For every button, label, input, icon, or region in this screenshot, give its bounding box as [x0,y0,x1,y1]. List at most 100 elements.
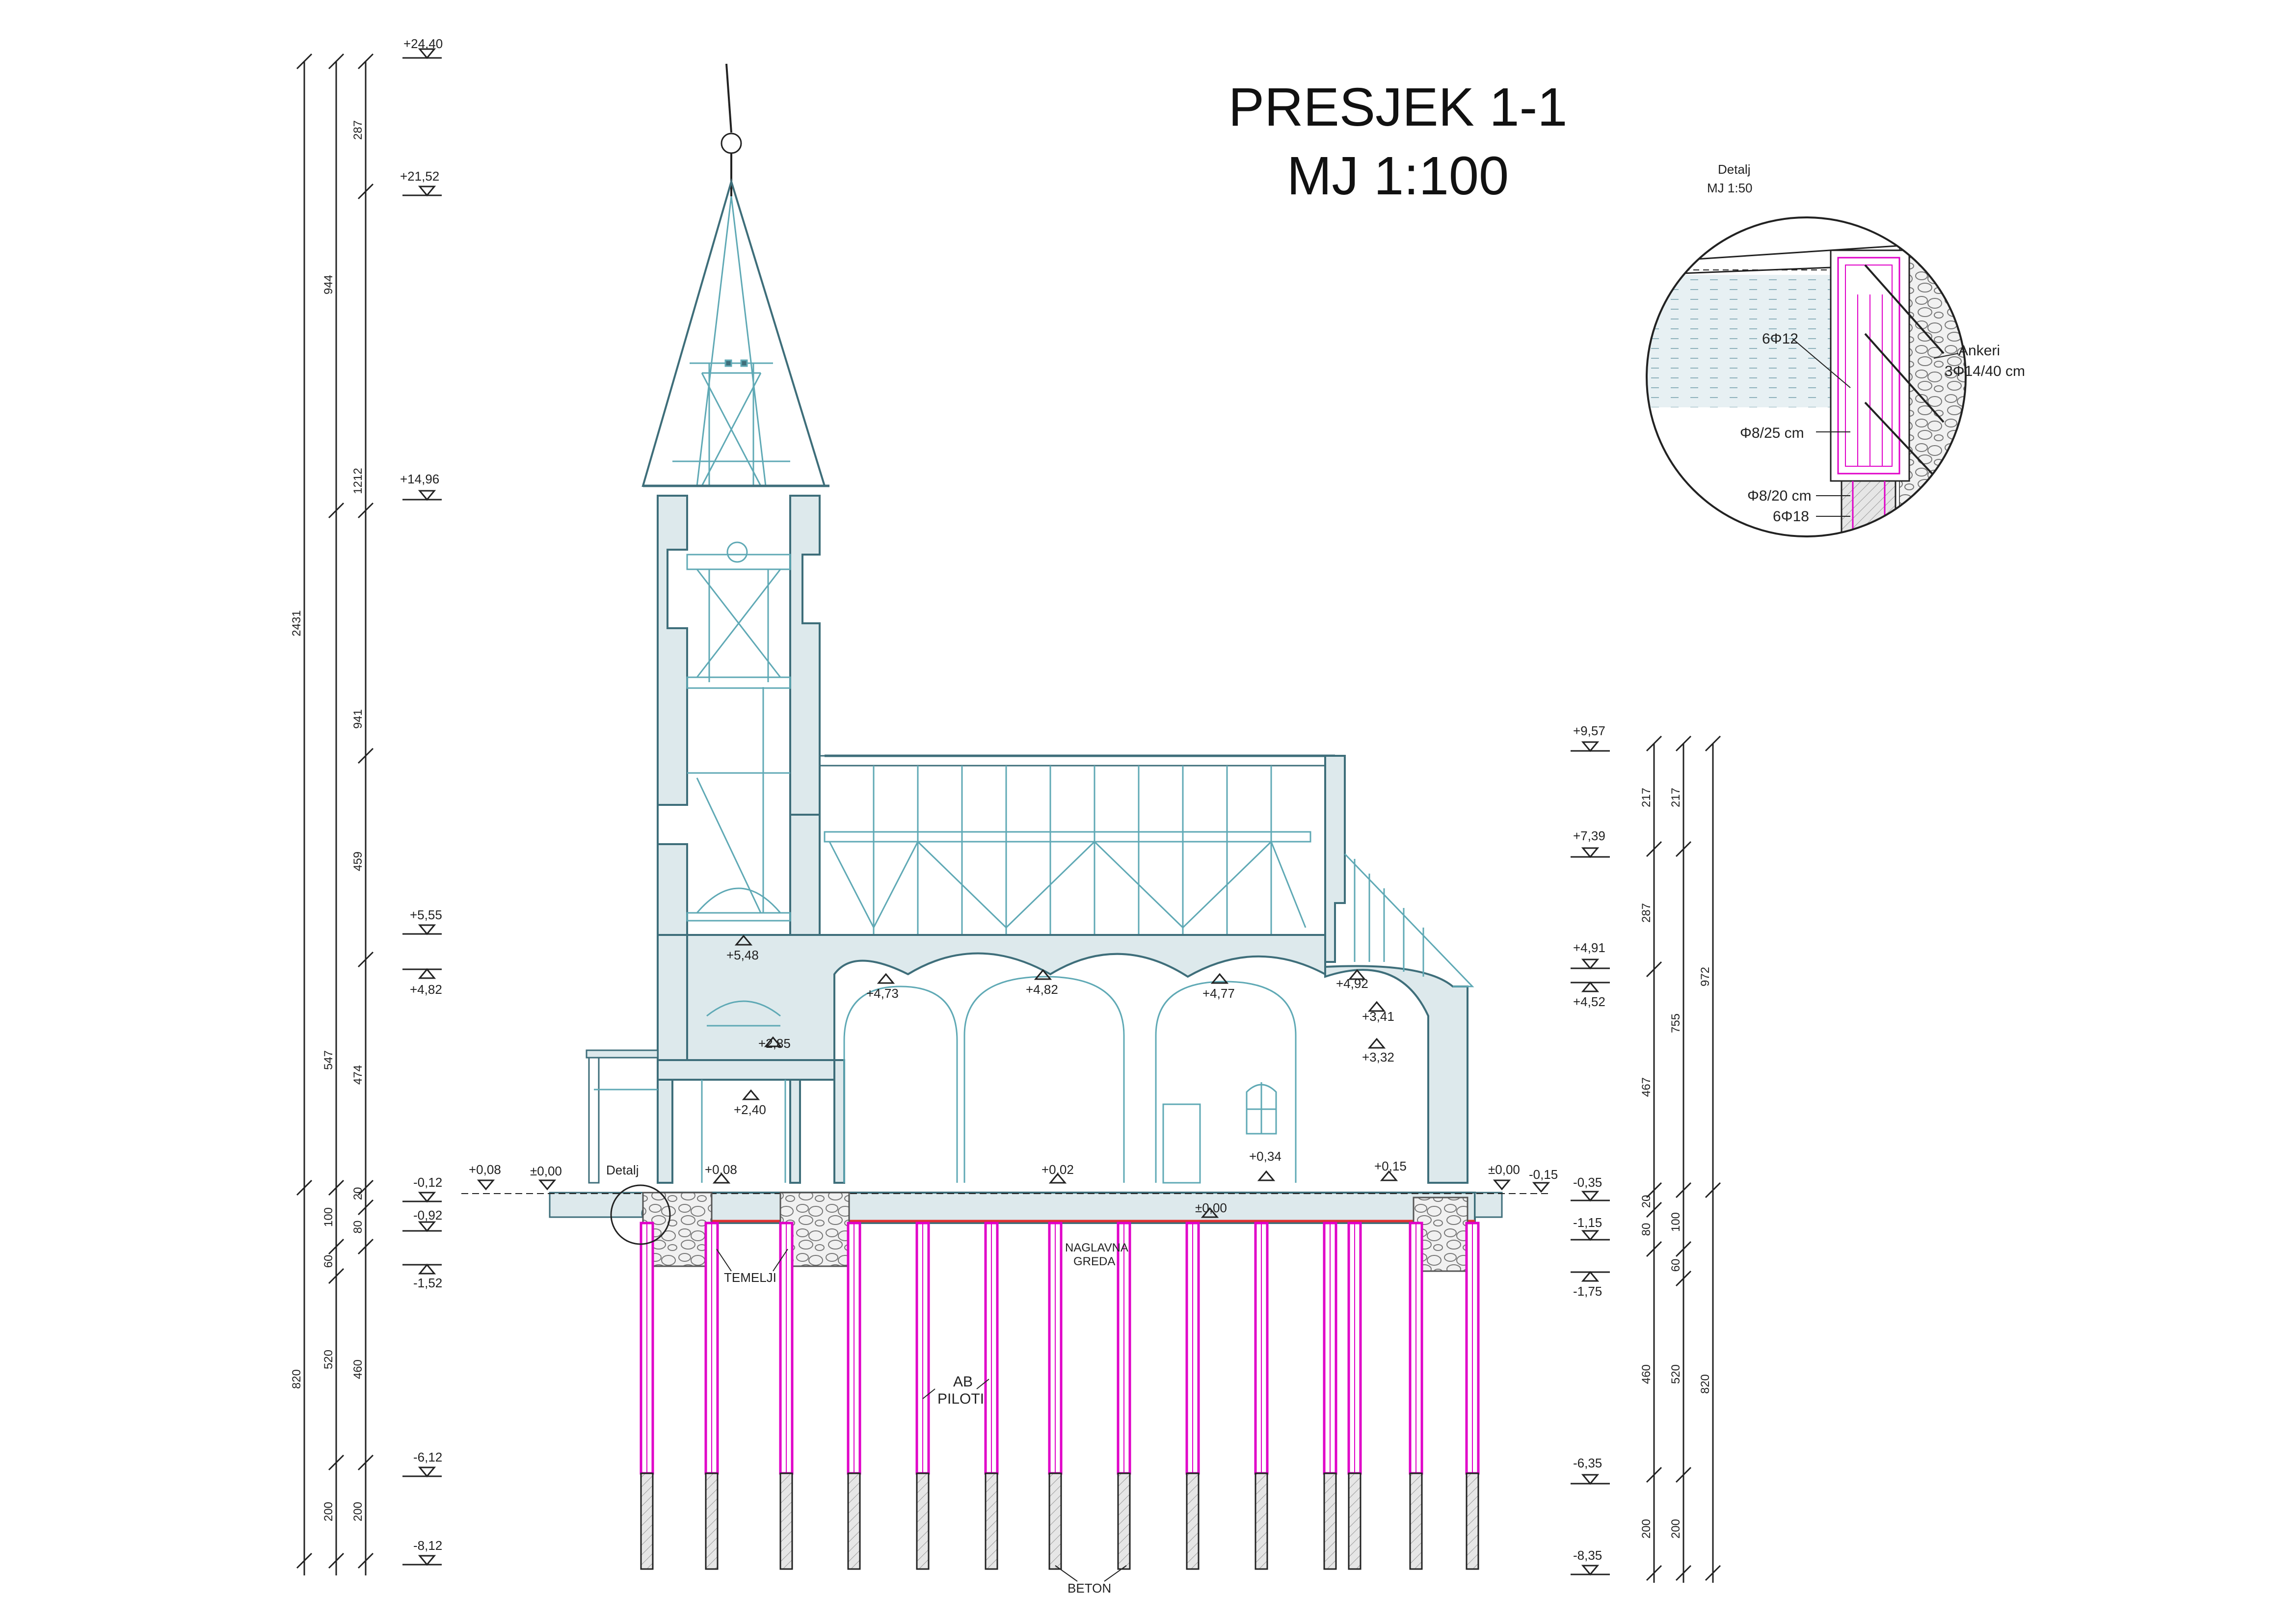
dim-right-mid-4: 60 [1669,1259,1682,1272]
dim-left-mid-4: 60 [322,1255,335,1268]
pile [984,1222,999,1570]
level-section-11: ±0,00 [530,1164,562,1178]
detail-scale: MJ 1:50 [1707,181,1753,195]
concrete-label: BETON [1068,1581,1111,1596]
detail-label-stirrups-20: Φ8/20 cm [1747,488,1812,504]
level-left-3: +14,96 [400,472,439,486]
church-section [461,63,1551,1570]
detail-marker-label: Detalj [606,1163,639,1177]
dim-right-mid-5: 520 [1669,1364,1682,1384]
nave-walls [657,755,1468,1184]
nave-roof-truss [819,754,1341,936]
nave-interior [701,976,1297,1184]
detail-title: Detalj [1718,162,1750,177]
level-right-1: +9,57 [1573,723,1605,738]
level-section-5: +4,92 [1336,976,1368,991]
dim-left-in-2: 1212 [351,468,365,494]
level-section-18: ±0,00 [1195,1200,1227,1215]
piles [640,1222,1480,1570]
dim-left-in-5: 474 [351,1065,365,1085]
section-level-values: +5,48 +4,73 +4,82 +4,77 +4,92 +3,41 +3,3… [469,948,1558,1215]
pile [1409,1222,1423,1570]
ground-slab [461,1192,1551,1224]
level-section-9: +2,40 [734,1102,766,1117]
piles-label-2: PILOTI [937,1391,984,1407]
spire [641,63,829,487]
level-left-5: +4,82 [410,982,442,997]
ground-beam-label-2: GREDA [1073,1255,1115,1268]
pile [640,1222,654,1570]
dim-left-in-1: 287 [351,120,365,140]
left-dimension-chains [296,53,374,1575]
pile [1185,1222,1200,1570]
detail-label-rebar-6f18: 6Φ18 [1773,508,1809,525]
level-section-12: +0,08 [469,1162,501,1177]
dim-left-in-4: 459 [351,852,365,871]
dim-right-in-1: 217 [1640,788,1653,807]
level-right-8: -6,35 [1573,1456,1602,1470]
dim-left-mid-2: 547 [322,1050,335,1070]
level-right-7: -1,75 [1573,1284,1602,1299]
right-level-values: +9,57 +7,39 +4,91 +4,52 -0,35 -1,15 -1,7… [1573,723,1605,1563]
level-left-6: -0,12 [413,1175,442,1190]
section-level-markers [477,934,1550,1218]
drawing-title: PRESJEK 1-1 [1228,77,1568,137]
detail-label-stirrups-25: Φ8/25 cm [1740,425,1804,441]
level-section-10: +0,08 [705,1162,737,1177]
pile [779,1222,794,1570]
dim-right-in-2: 287 [1640,903,1653,923]
dim-left-in-3: 941 [351,709,365,729]
left-level-markers [402,48,442,1566]
right-level-markers [1571,741,1610,1576]
dim-right-in-7: 200 [1640,1519,1653,1539]
level-section-17: -0,15 [1529,1167,1558,1182]
level-section-15: +0,15 [1374,1159,1407,1173]
dim-right-in-5: 80 [1640,1223,1653,1236]
ground-beam-label-1: NAGLAVNA [1065,1241,1128,1254]
pile [1323,1222,1337,1570]
level-section-4: +4,77 [1202,986,1235,1001]
left-dimension-values: 2431 820 944 547 100 60 520 200 287 1212… [290,120,365,1521]
level-right-3: +4,91 [1573,940,1605,955]
detail-label-anchor-size: 3Φ14/40 cm [1945,363,2025,379]
dim-right-mid-2: 755 [1669,1013,1682,1033]
pile [915,1222,930,1570]
pile [1465,1222,1480,1570]
detail-marker-circle [610,1184,671,1245]
level-section-7: +3,32 [1362,1050,1394,1065]
level-left-9: -6,12 [413,1450,442,1464]
pile [704,1222,719,1570]
level-right-5: -0,35 [1573,1175,1602,1190]
dim-right-mid-3: 100 [1669,1212,1682,1232]
dim-left-in-9: 200 [351,1502,365,1521]
level-right-4: +4,52 [1573,994,1605,1009]
pile [1347,1222,1362,1570]
level-left-1: +24,40 [403,36,443,51]
piles-label-1: AB [953,1374,973,1390]
level-right-9: -8,35 [1573,1548,1602,1563]
dim-right-in-3: 467 [1640,1077,1653,1097]
porch [586,1049,659,1184]
dim-left-mid-6: 200 [322,1502,335,1521]
level-section-8: +2,85 [758,1036,791,1051]
dim-left-in-6: 20 [351,1187,365,1200]
dim-left-outer-total: 2431 [290,610,303,636]
tower-timber [686,541,791,922]
dim-right-mid-6: 200 [1669,1519,1682,1539]
dim-right-outer-1: 972 [1699,967,1712,986]
level-left-2: +21,52 [400,169,439,184]
drawing-scale: MJ 1:100 [1287,146,1509,206]
level-left-7: -0,92 [413,1208,442,1223]
level-section-3: +4,82 [1026,982,1058,997]
level-right-6: -1,15 [1573,1215,1602,1230]
level-right-2: +7,39 [1573,828,1605,843]
level-section-2: +4,73 [866,986,899,1001]
dim-left-mid-5: 520 [322,1350,335,1369]
left-level-values: +24,40 +21,52 +14,96 +5,55 +4,82 -0,12 -… [400,36,443,1553]
dim-right-in-6: 460 [1640,1364,1653,1384]
dim-right-outer-2: 820 [1699,1374,1712,1394]
level-section-6: +3,41 [1362,1009,1394,1024]
dim-left-outer-foundation: 820 [290,1369,303,1389]
dim-right-mid-1: 217 [1669,788,1682,807]
